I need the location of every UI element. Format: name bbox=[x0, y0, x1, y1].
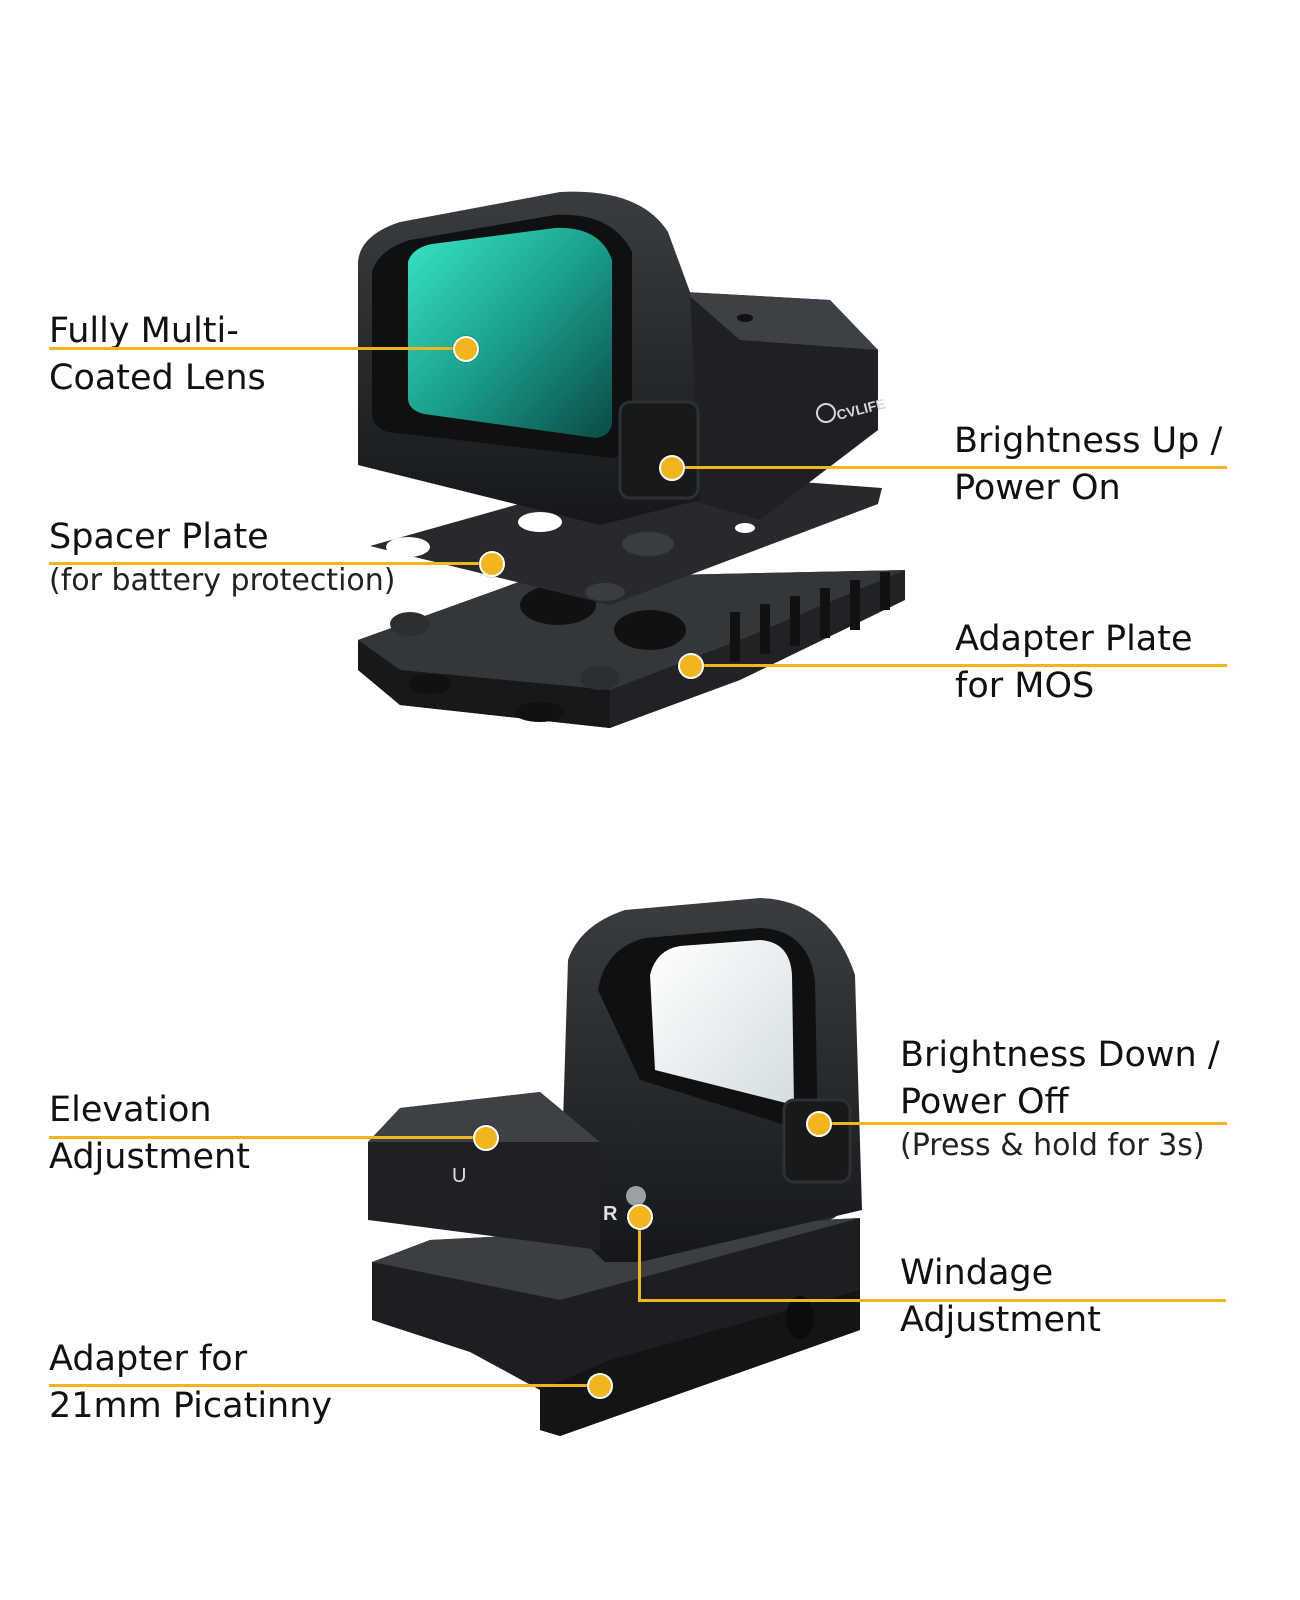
bottom-sight-body bbox=[368, 898, 862, 1262]
spacer-callout-dot bbox=[479, 551, 505, 577]
brightness-up-line2: Power On bbox=[954, 468, 1121, 508]
lens-callout-line1: Fully Multi- bbox=[49, 311, 239, 351]
spacer-callout-note: (for battery protection) bbox=[49, 563, 396, 598]
picatinny-line2: 21mm Picatinny bbox=[49, 1386, 333, 1426]
brightness-down-callout-dot bbox=[806, 1111, 832, 1137]
brightness-down-note: (Press & hold for 3s) bbox=[900, 1128, 1205, 1163]
adapter-mos-line2: for MOS bbox=[955, 666, 1095, 706]
top-sight-body bbox=[358, 191, 878, 525]
adapter-mos-leader-line bbox=[690, 664, 1227, 667]
brightness-down-line1: Brightness Down / bbox=[900, 1035, 1220, 1075]
brightness-down-line2: Power Off bbox=[900, 1082, 1069, 1122]
adapter-plate-mos bbox=[358, 570, 905, 728]
picatinny-callout-dot bbox=[587, 1373, 613, 1399]
adapter-mos-line1: Adapter Plate bbox=[955, 619, 1193, 659]
windage-leader-vertical bbox=[638, 1214, 641, 1302]
elevation-leader-line bbox=[49, 1136, 485, 1139]
elevation-callout-dot bbox=[473, 1125, 499, 1151]
elevation-callout-label: Elevation Adjustment bbox=[49, 1087, 250, 1181]
lens-callout-label: Fully Multi- Coated Lens bbox=[49, 308, 266, 402]
windage-line2: Adjustment bbox=[900, 1300, 1101, 1340]
up-engraving: U bbox=[452, 1165, 466, 1187]
lens-callout-dot bbox=[453, 336, 479, 362]
elevation-line1: Elevation bbox=[49, 1090, 212, 1130]
brightness-down-callout-label: Brightness Down / Power Off (Press & hol… bbox=[900, 1032, 1220, 1166]
lens-leader-line bbox=[49, 347, 465, 350]
spacer-leader-line bbox=[49, 562, 491, 565]
lens-callout-line2: Coated Lens bbox=[49, 358, 266, 398]
picatinny-line1: Adapter for bbox=[49, 1339, 248, 1379]
windage-line1: Windage bbox=[900, 1253, 1054, 1293]
picatinny-callout-label: Adapter for 21mm Picatinny bbox=[49, 1336, 332, 1430]
brightness-up-line1: Brightness Up / bbox=[954, 421, 1223, 461]
spacer-callout-line1: Spacer Plate bbox=[49, 517, 269, 557]
adapter-mos-callout-label: Adapter Plate for MOS bbox=[955, 616, 1193, 710]
picatinny-leader-line bbox=[49, 1384, 599, 1387]
brightness-up-leader-line bbox=[671, 466, 1227, 469]
brightness-up-callout-label: Brightness Up / Power On bbox=[954, 418, 1222, 512]
brightness-up-callout-dot bbox=[659, 455, 685, 481]
windage-callout-label: Windage Adjustment bbox=[900, 1250, 1101, 1344]
windage-callout-dot bbox=[627, 1204, 653, 1230]
windage-leader-line bbox=[638, 1299, 1226, 1302]
adapter-mos-callout-dot bbox=[678, 653, 704, 679]
spacer-callout-label: Spacer Plate (for battery protection) bbox=[49, 514, 395, 601]
elevation-line2: Adjustment bbox=[49, 1137, 250, 1177]
brightness-down-leader-line bbox=[818, 1122, 1227, 1125]
right-engraving: R bbox=[603, 1203, 618, 1225]
